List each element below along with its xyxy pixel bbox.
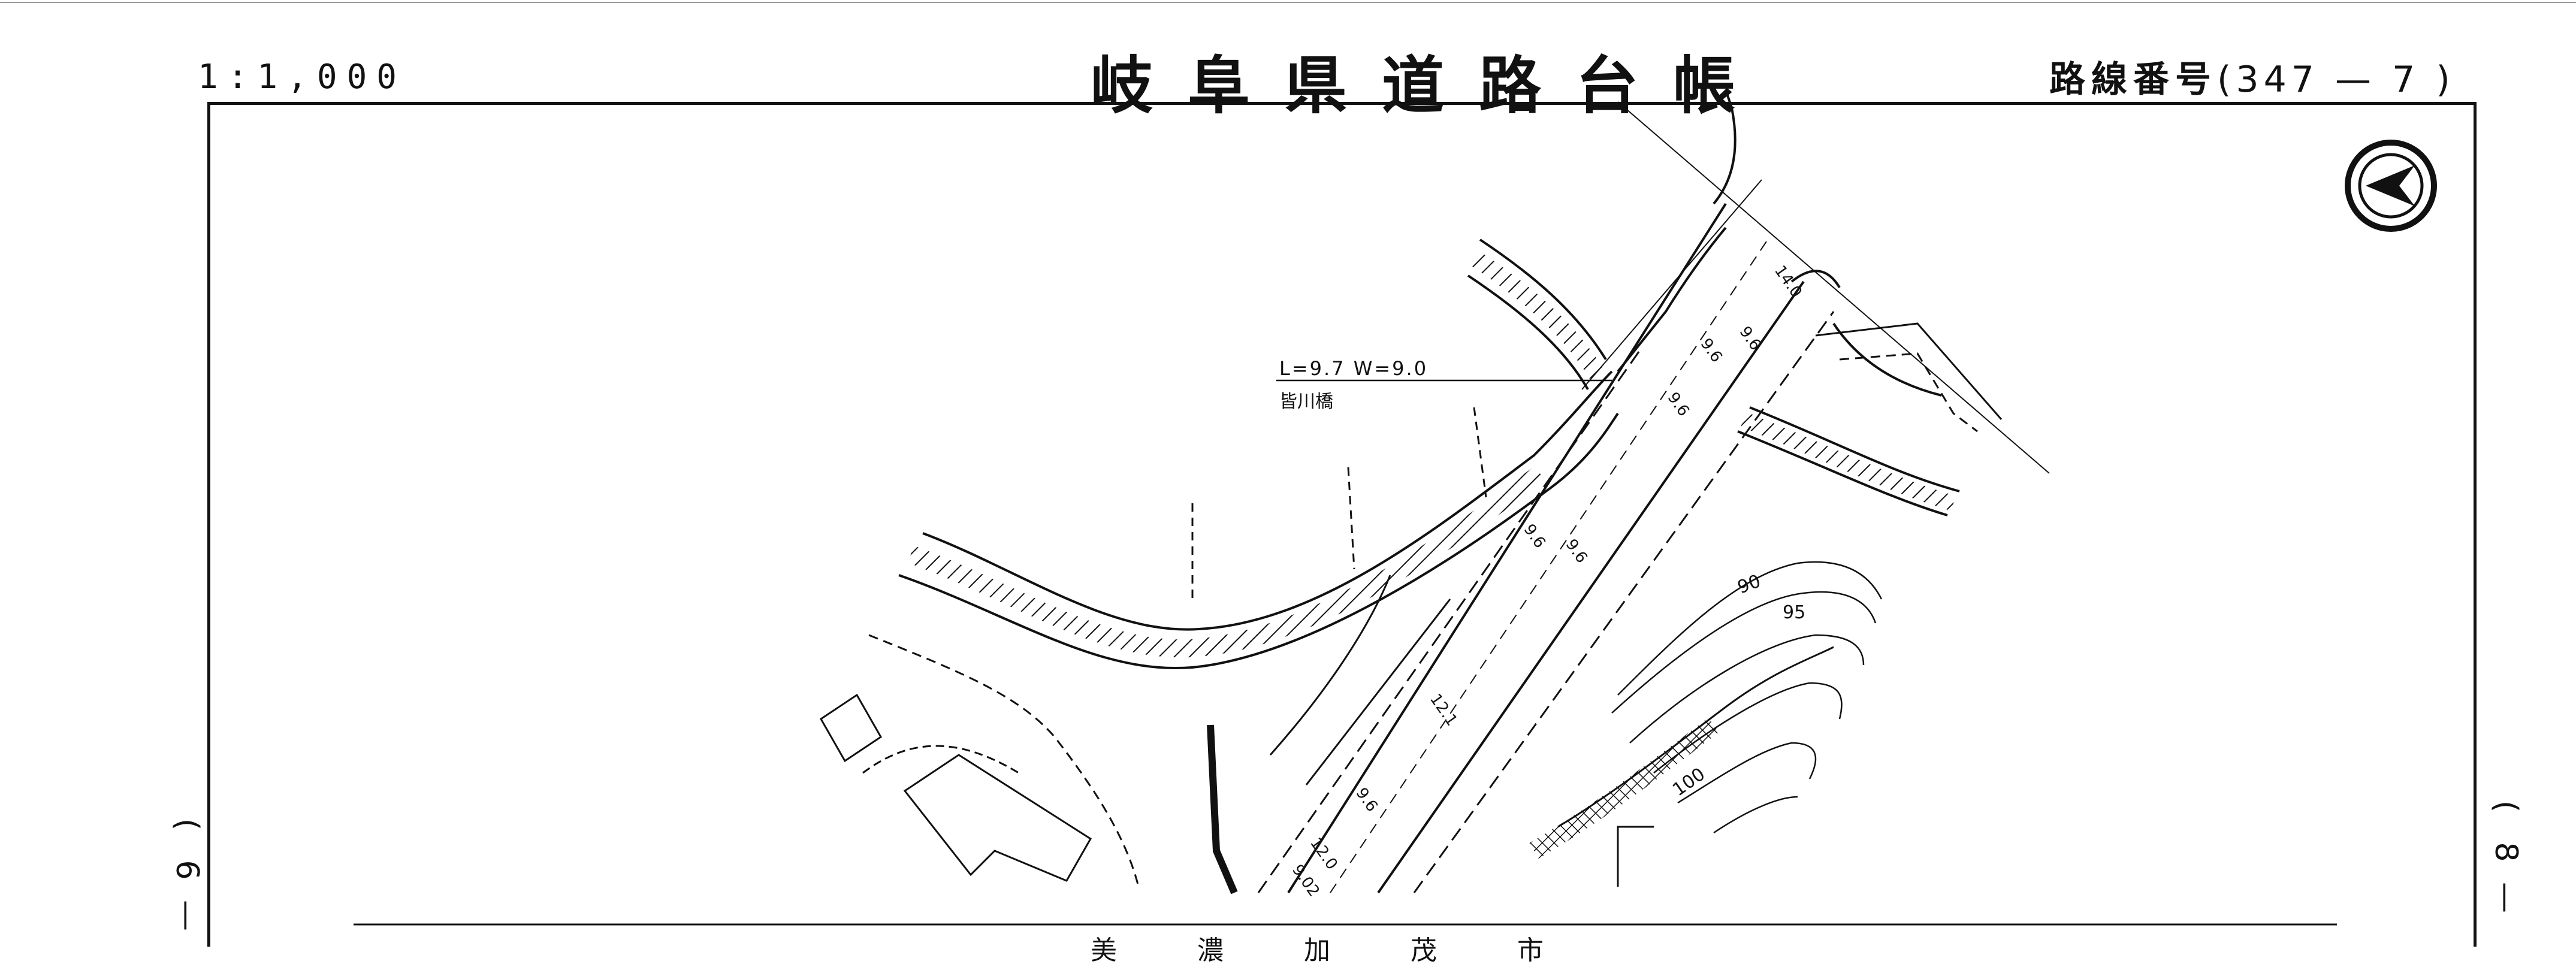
north-arrow-icon xyxy=(2345,140,2437,232)
route-value: (347 — 7 ) xyxy=(2217,59,2455,101)
river xyxy=(898,226,1960,670)
bridge-dimensions: L=9.7 W=9.0 xyxy=(1279,357,1429,380)
left-features xyxy=(820,407,1487,895)
route-number: 路線番号(347 — 7 ) xyxy=(2049,50,2455,102)
route-label: 路線番号 xyxy=(2049,59,2217,101)
map-scale: 1:1,000 xyxy=(198,58,407,96)
contour-label-95: 95 xyxy=(1783,602,1806,623)
contour-lines xyxy=(1611,561,1883,834)
map-frame xyxy=(207,102,2477,947)
right-features xyxy=(1529,322,2003,887)
municipality-name: 美 濃 加 茂 市 xyxy=(1091,935,1580,966)
main-road xyxy=(1257,89,2050,894)
bridge-name: 皆川橋 xyxy=(1279,391,1333,412)
road-map-drawing xyxy=(0,2,2576,926)
